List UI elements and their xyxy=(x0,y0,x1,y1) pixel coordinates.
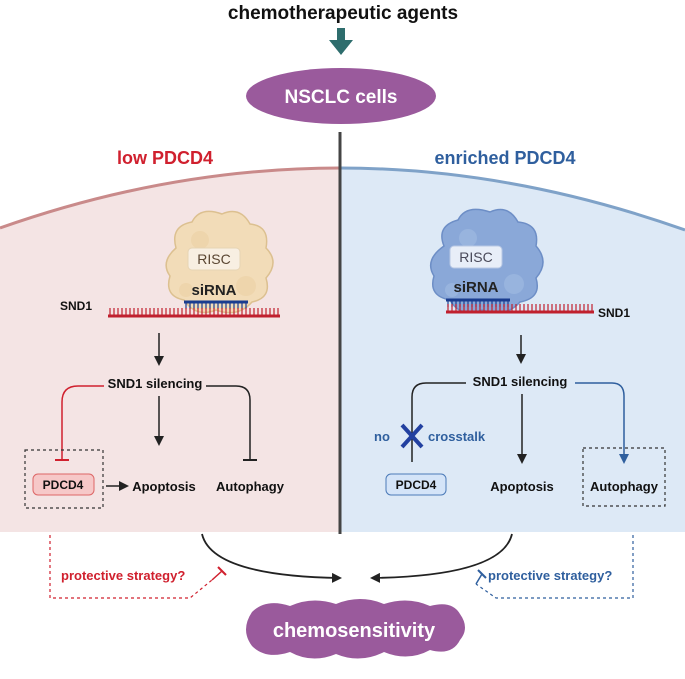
down-arrow-icon xyxy=(329,28,353,55)
chemosensitivity-label: chemosensitivity xyxy=(273,620,436,642)
left-strategy-label: protective strategy? xyxy=(61,568,185,583)
right-snd1-label: SND1 xyxy=(598,306,630,320)
right-converge-arrow xyxy=(370,533,513,583)
right-silencing-label: SND1 silencing xyxy=(473,374,568,389)
left-snd1-label: SND1 xyxy=(60,299,92,313)
right-crosstalk-label: crosstalk xyxy=(428,429,486,444)
cross-icon xyxy=(400,423,424,449)
left-inhibit-pdcd4-line xyxy=(61,385,104,460)
right-inhibit-icon xyxy=(475,569,487,585)
right-risc-box xyxy=(449,245,503,269)
left-risc-label: RISC xyxy=(197,251,230,267)
right-strategy-dashed-line xyxy=(475,535,634,599)
right-risc-label: RISC xyxy=(459,249,492,265)
left-cell-membrane xyxy=(0,166,341,230)
right-pdcd4-badge xyxy=(385,473,447,496)
right-sirna-label: siRNA xyxy=(453,279,498,296)
right-no-label: no xyxy=(374,429,390,444)
left-inhibit-autophagy-line xyxy=(206,385,251,460)
left-sirna-strand xyxy=(184,300,248,309)
left-risc-box xyxy=(187,247,241,271)
right-cell-membrane xyxy=(339,166,685,232)
right-cell-background xyxy=(340,168,685,532)
right-autophagy-label: Autophagy xyxy=(590,479,659,494)
left-silencing-label: SND1 silencing xyxy=(108,376,203,391)
left-pdcd4-label: PDCD4 xyxy=(43,478,84,492)
left-pdcd4-badge xyxy=(32,473,95,496)
right-panel-title: enriched PDCD4 xyxy=(434,148,575,168)
right-strategy-label: protective strategy? xyxy=(488,568,612,583)
header-title: chemotherapeutic agents xyxy=(228,3,458,24)
left-snd1-mrna xyxy=(108,308,280,318)
left-inhibit-icon xyxy=(211,566,227,581)
right-arrow-to-autophagy-line xyxy=(575,382,629,464)
left-autophagy-label: Autophagy xyxy=(216,479,285,494)
right-autophagy-dashed-box xyxy=(582,447,666,507)
nsclc-node xyxy=(246,68,436,124)
right-apoptosis-label: Apoptosis xyxy=(490,479,554,494)
left-panel-title: low PDCD4 xyxy=(117,148,213,168)
nsclc-label: NSCLC cells xyxy=(285,87,398,108)
left-pdcd4-dashed-box xyxy=(24,449,104,509)
right-snd1-mrna xyxy=(446,304,594,314)
left-apoptosis-label: Apoptosis xyxy=(132,479,196,494)
left-risc-complex xyxy=(165,210,274,314)
left-sirna-label: siRNA xyxy=(191,282,236,299)
right-pdcd4-link-line xyxy=(411,382,466,462)
left-strategy-dashed-line xyxy=(49,535,213,599)
left-converge-arrow xyxy=(201,533,342,583)
chemosensitivity-shape xyxy=(246,599,465,659)
right-pdcd4-label: PDCD4 xyxy=(396,478,437,492)
